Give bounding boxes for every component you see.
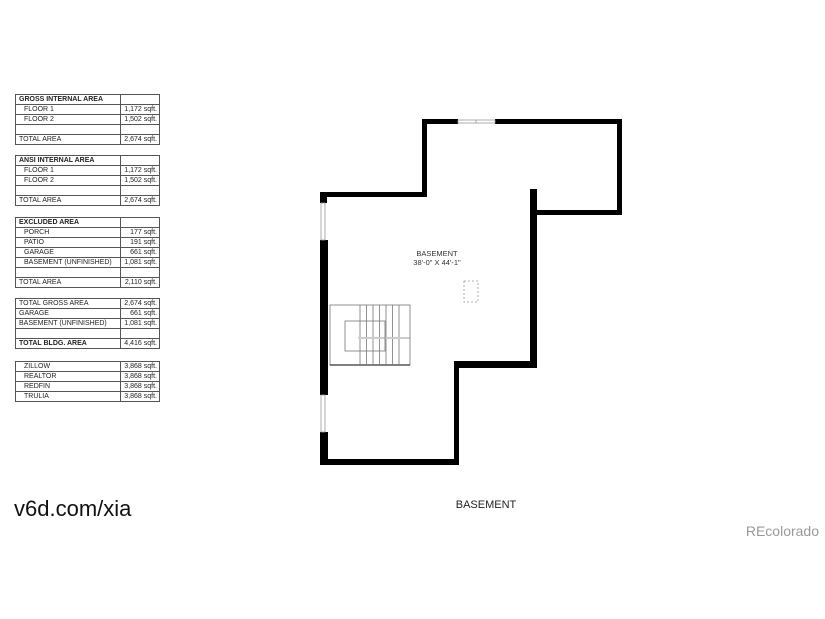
floor-label: BASEMENT: [455, 499, 517, 511]
room-name: BASEMENT: [416, 249, 458, 258]
brand-url: v6d.com/xia: [14, 496, 132, 521]
room-dimensions: 38'-0" X 44'-1": [413, 258, 461, 267]
windows: [320, 119, 496, 433]
fixture-outline: [463, 280, 479, 303]
staircase: [329, 304, 411, 366]
walls: [320, 119, 622, 465]
watermark: REcolorado: [745, 523, 819, 539]
